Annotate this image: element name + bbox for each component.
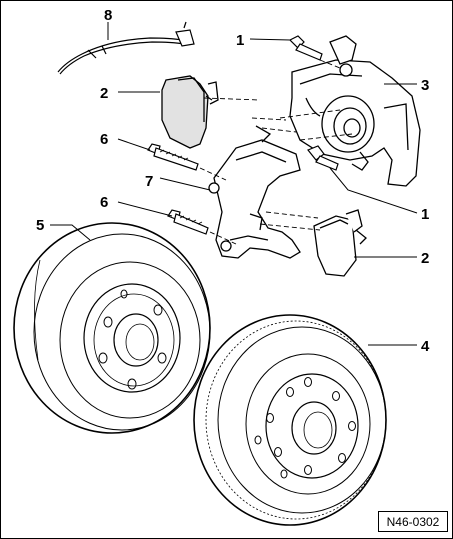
wear-sensor-cable <box>57 21 195 75</box>
brake-carrier <box>208 125 301 259</box>
callout-leaders <box>50 22 418 346</box>
caliper-bolt-top <box>288 35 323 61</box>
assembly-lines <box>199 59 353 245</box>
callout-2-right: 2 <box>421 250 429 267</box>
caliper-bolt-right <box>307 145 339 171</box>
guide-bolt-upper <box>147 143 199 171</box>
brake-disc-right <box>193 314 387 526</box>
brake-disc-left <box>13 222 211 434</box>
callout-1-right: 1 <box>421 206 429 223</box>
callout-2-top: 2 <box>100 85 108 102</box>
callout-6-top: 6 <box>100 131 108 148</box>
callout-8: 8 <box>104 7 112 24</box>
callout-5: 5 <box>36 217 44 234</box>
figure-code: N46-0302 <box>378 511 448 532</box>
callout-3: 3 <box>421 77 429 94</box>
brake-pad-lower <box>313 209 367 277</box>
callout-4: 4 <box>421 338 430 355</box>
callout-1-top: 1 <box>236 32 244 49</box>
guide-bolt-lower <box>167 209 209 235</box>
brake-pad-upper <box>161 75 219 149</box>
callout-7: 7 <box>145 173 153 190</box>
caliper-housing <box>289 35 421 187</box>
callout-6-bottom: 6 <box>100 194 108 211</box>
